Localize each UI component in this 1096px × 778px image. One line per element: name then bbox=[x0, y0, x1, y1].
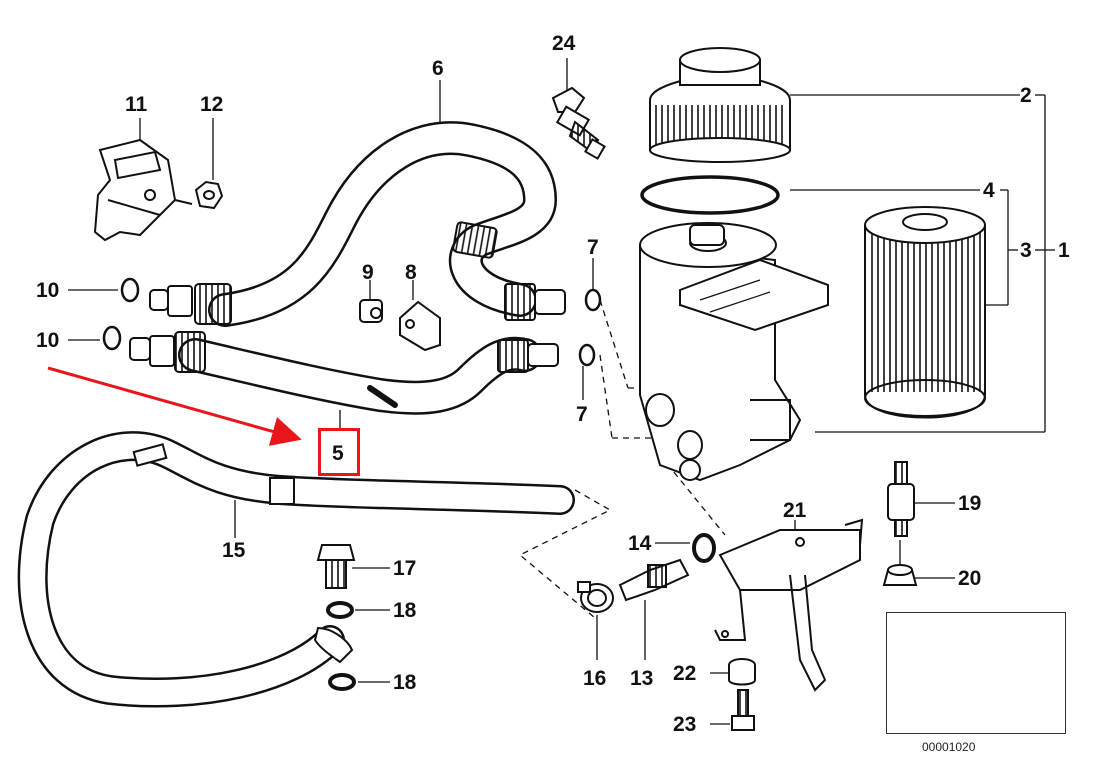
label-part-18-upper[interactable]: 18 bbox=[393, 599, 417, 622]
highlight-box bbox=[318, 428, 360, 476]
label-part-1[interactable]: 1 bbox=[1058, 239, 1070, 262]
label-part-21[interactable]: 21 bbox=[783, 499, 807, 522]
label-part-16[interactable]: 16 bbox=[583, 667, 607, 690]
part-3-filter bbox=[864, 206, 986, 419]
label-part-17[interactable]: 17 bbox=[393, 557, 417, 580]
label-part-7-lower[interactable]: 7 bbox=[576, 403, 588, 426]
label-part-2[interactable]: 2 bbox=[1020, 84, 1032, 107]
part-14-seal bbox=[692, 533, 716, 563]
part-4-oring bbox=[640, 175, 780, 215]
part-16-clamp bbox=[577, 581, 614, 613]
label-part-5[interactable]: 5 bbox=[332, 442, 344, 465]
part-5-hose bbox=[178, 336, 542, 415]
label-part-12[interactable]: 12 bbox=[200, 93, 224, 116]
part-20-nut bbox=[882, 564, 918, 586]
highlight-arrow bbox=[47, 366, 302, 446]
label-part-19[interactable]: 19 bbox=[958, 492, 982, 515]
label-part-13[interactable]: 13 bbox=[630, 667, 654, 690]
part-15-hose bbox=[17, 431, 575, 708]
label-part-10-lower[interactable]: 10 bbox=[36, 329, 60, 352]
label-part-23[interactable]: 23 bbox=[673, 713, 697, 736]
part-21-bracket bbox=[714, 518, 864, 692]
label-part-22[interactable]: 22 bbox=[673, 662, 697, 685]
part-8-plate bbox=[399, 300, 441, 352]
label-part-4[interactable]: 4 bbox=[983, 179, 995, 202]
label-part-8[interactable]: 8 bbox=[405, 261, 417, 284]
label-part-15[interactable]: 15 bbox=[222, 539, 246, 562]
part-13-nipple bbox=[618, 558, 690, 602]
part-2-cap bbox=[649, 47, 791, 163]
part-12-nut bbox=[194, 180, 224, 210]
part-23-bolt bbox=[731, 689, 755, 731]
part-1-housing bbox=[639, 222, 829, 482]
location-inset-frame bbox=[886, 612, 1066, 734]
o-rings bbox=[102, 277, 602, 367]
part-22-mount bbox=[728, 658, 756, 686]
label-part-18-lower[interactable]: 18 bbox=[393, 671, 417, 694]
part-11-bracket bbox=[93, 138, 193, 242]
part-17-bolt bbox=[316, 544, 356, 589]
part-24-sensor bbox=[551, 86, 606, 160]
label-part-20[interactable]: 20 bbox=[958, 567, 982, 590]
label-part-14[interactable]: 14 bbox=[628, 532, 652, 555]
part-9-sleeve bbox=[359, 299, 383, 323]
label-part-11[interactable]: 11 bbox=[125, 93, 148, 116]
part-18-washers bbox=[326, 601, 356, 691]
label-part-6[interactable]: 6 bbox=[432, 57, 444, 80]
part-6-hose bbox=[208, 121, 558, 327]
leader-lines bbox=[68, 58, 1055, 725]
label-part-10-upper[interactable]: 10 bbox=[36, 279, 60, 302]
hose-fittings bbox=[129, 221, 566, 373]
label-part-9[interactable]: 9 bbox=[362, 261, 374, 284]
inset-code: 00001020 bbox=[922, 740, 976, 754]
label-part-3[interactable]: 3 bbox=[1020, 239, 1032, 262]
part-19-stud bbox=[887, 461, 915, 537]
label-part-24[interactable]: 24 bbox=[552, 32, 576, 55]
label-part-7-upper[interactable]: 7 bbox=[587, 236, 599, 259]
